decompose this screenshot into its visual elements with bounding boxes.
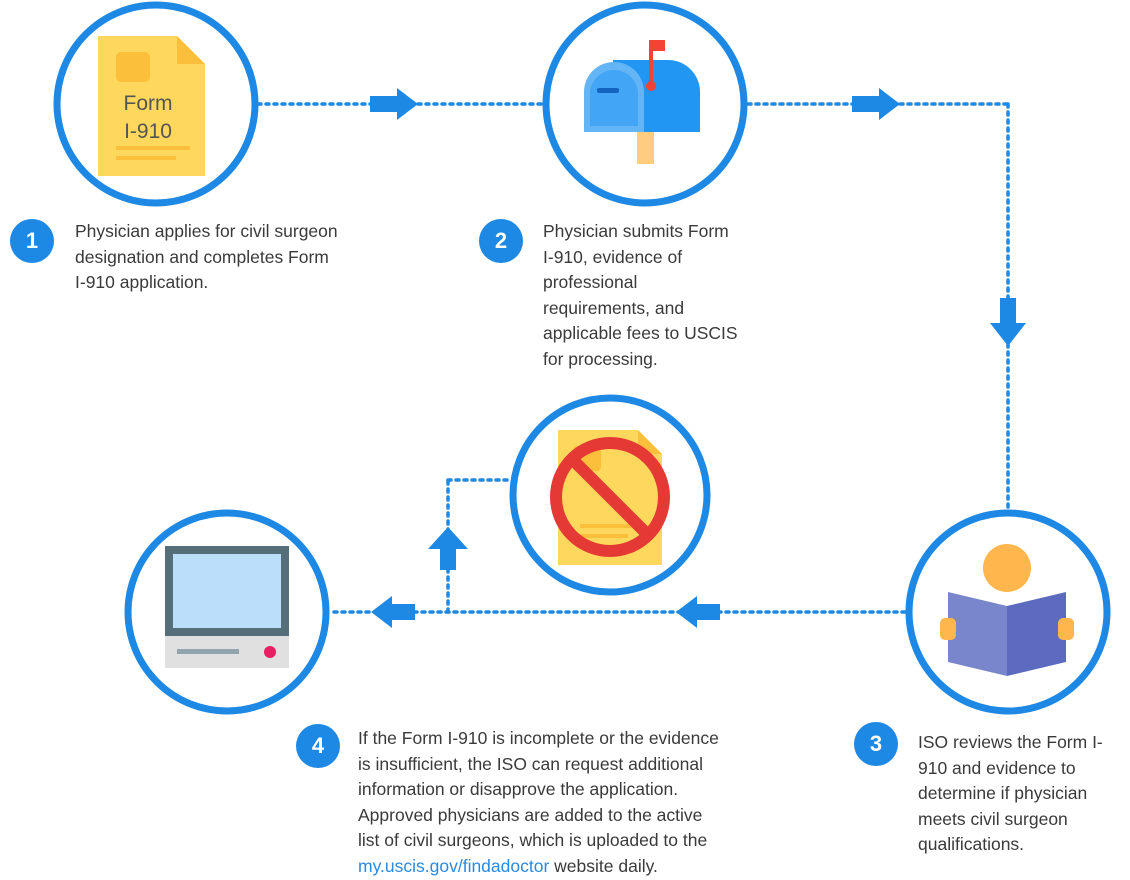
step4-line: is insufficient, the ISO can request add… <box>358 753 704 774</box>
step3-line: ISO reviews the Form I- <box>918 732 1103 752</box>
step4-circle <box>124 509 330 715</box>
step2-line: professional <box>543 272 638 292</box>
arrow-left-4 <box>676 596 720 628</box>
step1-description: Physician applies for civil surgeon desi… <box>75 219 395 296</box>
step4-link-suffix: website daily. <box>549 855 658 876</box>
computer-icon <box>165 546 289 668</box>
person-reading-icon <box>940 544 1074 676</box>
step2-line: Physician submits Form <box>543 221 729 241</box>
rejected-circle <box>509 394 711 596</box>
arrow-up-branch <box>428 527 468 570</box>
step3-circle <box>905 509 1111 715</box>
step3-line: determine if physician <box>918 783 1088 803</box>
step4-line: list of civil surgeons, which is uploade… <box>358 830 708 850</box>
prohibited-document-icon <box>550 430 670 565</box>
step3-line: meets civil surgeon <box>918 808 1068 829</box>
arrow-left-5 <box>371 596 415 628</box>
step1-line: Physician applies for civil surgeon <box>75 221 338 241</box>
step2-line: I-910, evidence of <box>543 246 683 267</box>
step2-line: applicable fees to USCIS <box>543 323 738 343</box>
step4-description: If the Form I-910 is incomplete or the e… <box>358 726 798 879</box>
arrow-right-2 <box>852 88 900 120</box>
step-number-badge: 1 <box>10 219 54 263</box>
mailbox-icon <box>584 40 700 164</box>
arrow-right-1 <box>370 88 418 120</box>
step-number-badge: 4 <box>296 724 340 768</box>
step3-description: ISO reviews the Form I- 910 and evidence… <box>918 730 1130 858</box>
step4-line: Approved physicians are added to the act… <box>358 804 703 825</box>
step2-description: Physician submits Form I-910, evidence o… <box>543 219 783 372</box>
step4-line: information or disapprove the applicatio… <box>358 779 679 799</box>
step2-line: for processing. <box>543 348 658 369</box>
step3-line: 910 and evidence to <box>918 757 1076 778</box>
step3-line: qualifications. <box>918 834 1025 854</box>
step4-line: If the Form I-910 is incomplete or the e… <box>358 728 719 748</box>
step-number-badge: 3 <box>854 722 898 766</box>
form-document-icon: Form I-910 <box>98 36 205 176</box>
step-number-badge: 2 <box>479 219 523 263</box>
find-a-doctor-link[interactable]: my.uscis.gov/findadoctor <box>358 855 550 876</box>
form-icon-line2: I-910 <box>124 120 172 143</box>
form-icon-line1: Form <box>124 92 173 115</box>
step1-line: designation and completes Form <box>75 246 329 267</box>
arrows <box>370 88 1026 628</box>
step2-circle <box>542 1 748 207</box>
step4-last-line: my.uscis.gov/findadoctor website daily. <box>358 854 798 880</box>
step1-line: I-910 application. <box>75 272 209 292</box>
step2-line: requirements, and <box>543 297 685 318</box>
step1-circle: Form I-910 <box>53 1 259 207</box>
arrow-down-3 <box>990 298 1026 346</box>
